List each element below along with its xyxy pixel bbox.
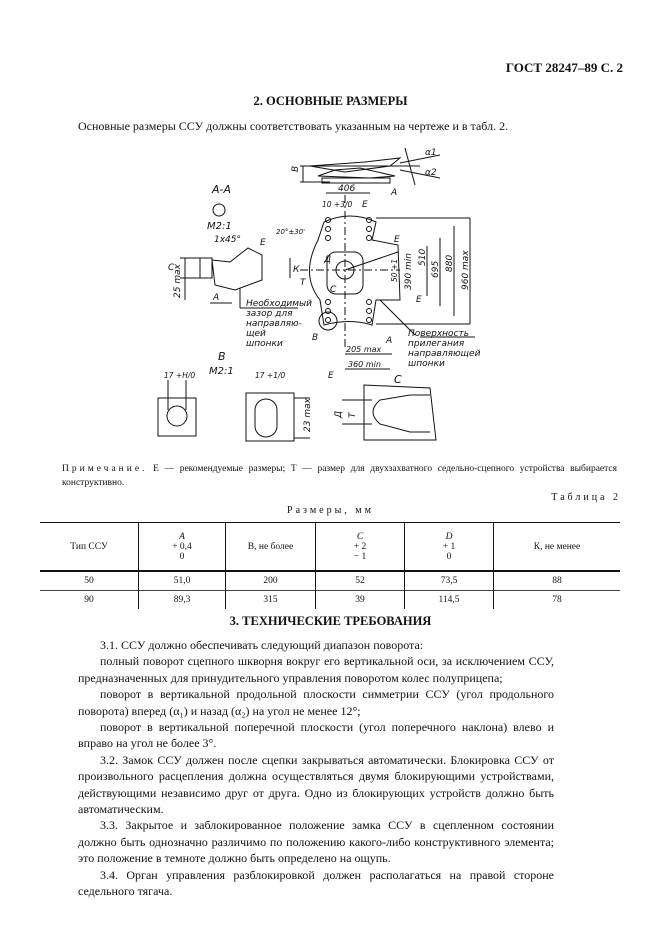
paragraph: 3.2. Замок ССУ должен после сцепки закры… xyxy=(78,752,554,817)
view-c xyxy=(342,384,437,441)
technical-drawing: А-А М2:1 1x45° 20°±30' Е С 25 max К А Не… xyxy=(157,147,481,442)
label-e-4: Е xyxy=(416,295,422,305)
label-alpha1: α1 xyxy=(425,148,437,158)
dim-510: 510 xyxy=(418,249,428,266)
cell: 315 xyxy=(225,590,316,609)
header-k: К, не менее xyxy=(493,522,620,572)
cell: 51,0 xyxy=(138,570,226,591)
note: Примечание. Е — рекомендуемые размеры; Т… xyxy=(62,462,617,490)
section-a-a-label: А-А xyxy=(211,183,231,196)
dim-50: 50 +1 xyxy=(390,259,399,282)
view-c-label: С xyxy=(394,373,402,386)
label-c-1: С xyxy=(168,263,175,273)
dim-406: 406 xyxy=(338,184,355,194)
label-a-3: А xyxy=(385,336,392,346)
view-b-label: В xyxy=(218,350,226,363)
cell: 52 xyxy=(315,570,405,591)
surface-note-line1: Поверхность xyxy=(408,329,469,339)
label-d-1: Д xyxy=(323,255,331,265)
cell: 73,5 xyxy=(404,570,494,591)
surface-note-line3: направляющей xyxy=(408,349,481,359)
angle-dim: 20°±30' xyxy=(276,228,305,236)
section-3-title: 3. ТЕХНИЧЕСКИЕ ТРЕБОВАНИЯ xyxy=(229,614,432,628)
cell: 114,5 xyxy=(404,590,494,609)
label-e-3: Е xyxy=(394,235,400,245)
label-c-2: С xyxy=(330,285,337,295)
gap-note-line2: зазор для xyxy=(246,309,293,319)
paragraph: поворот в вертикальной поперечной плоско… xyxy=(78,720,554,751)
label-k: К xyxy=(293,265,300,275)
section-a-a xyxy=(180,203,298,309)
dim-25max: 25 max xyxy=(173,263,183,298)
cell: 50 xyxy=(40,570,139,591)
surface-note-line4: шпонки xyxy=(408,359,445,369)
view-b xyxy=(157,380,310,442)
document-reference: ГОСТ 28247–89 С. 2 xyxy=(505,60,623,75)
paragraph: 3.4. Орган управления разблокировкой дол… xyxy=(78,867,554,899)
gap-note-line4: щей xyxy=(246,329,266,339)
cell: 89,3 xyxy=(138,590,226,609)
table-caption: Таблица 2 xyxy=(551,492,621,503)
dim-23max: 23 max xyxy=(303,397,313,432)
section-2-intro: Основные размеры ССУ должны соответствов… xyxy=(78,119,509,133)
view-b-scale: М2:1 xyxy=(209,366,234,377)
label-alpha2: α2 xyxy=(425,168,437,178)
dim-17b: 17 +1/0 xyxy=(255,371,286,380)
dim-390min: 390 min xyxy=(404,253,414,290)
dim-695: 695 xyxy=(431,261,441,278)
label-b-2: В xyxy=(312,333,318,343)
dim-17a: 17 +H/0 xyxy=(164,371,195,380)
dim-360min: 360 min xyxy=(348,360,381,369)
chamfer-dim: 1x45° xyxy=(214,235,241,245)
note-text: Е — рекомендуемые размеры; Т — размер дл… xyxy=(62,464,617,488)
section-2-title: 2. ОСНОВНЫЕ РАЗМЕРЫ xyxy=(253,94,408,108)
cell: 78 xyxy=(493,590,620,609)
cell: 39 xyxy=(315,590,405,609)
dim-880: 880 xyxy=(445,255,455,272)
section-3-body: 3.1. ССУ должно обеспечивать следующий д… xyxy=(78,637,554,900)
label-e-1: Е xyxy=(260,238,266,248)
label-t-1: Т xyxy=(300,278,307,288)
header-c: С+ 2− 1 xyxy=(315,522,405,572)
plan-view xyxy=(300,192,475,370)
gap-note-line3: направляю- xyxy=(246,319,302,329)
label-a-2: А xyxy=(390,188,397,198)
table-subtitle: Размеры, мм xyxy=(287,505,374,516)
cell: 200 xyxy=(225,570,316,591)
note-label: Примечание. xyxy=(62,464,148,474)
label-b-1: В xyxy=(291,166,301,172)
dim-10: 10 +3/0 xyxy=(322,200,353,209)
label-t-2: Т xyxy=(348,411,358,418)
header-b: В, не более xyxy=(225,522,316,572)
side-view xyxy=(300,147,441,186)
label-e-2: Е xyxy=(362,200,368,210)
dim-960max: 960 max xyxy=(461,250,471,290)
section-a-a-scale: М2:1 xyxy=(207,221,232,232)
header-type: Тип ССУ xyxy=(40,522,139,572)
surface-note-line2: прилегания xyxy=(408,339,465,349)
label-e-5: Е xyxy=(328,371,334,381)
cell: 88 xyxy=(493,570,620,591)
gap-note-line1: Необходимый xyxy=(246,299,312,309)
paragraph: 3.3. Закрытое и заблокированное положени… xyxy=(78,818,554,866)
paragraph: 3.1. ССУ должно обеспечивать следующий д… xyxy=(100,638,424,652)
paragraph: поворот в вертикальной продольной плоско… xyxy=(78,687,554,718)
label-a-1: А xyxy=(212,293,219,303)
gap-note-line5: шпонки xyxy=(246,339,283,349)
cell: 90 xyxy=(40,590,139,609)
label-d-2: Д xyxy=(334,411,344,419)
paragraph: полный поворот сцепного шкворня вокруг е… xyxy=(78,654,554,685)
dim-205max: 205 max xyxy=(346,345,382,354)
